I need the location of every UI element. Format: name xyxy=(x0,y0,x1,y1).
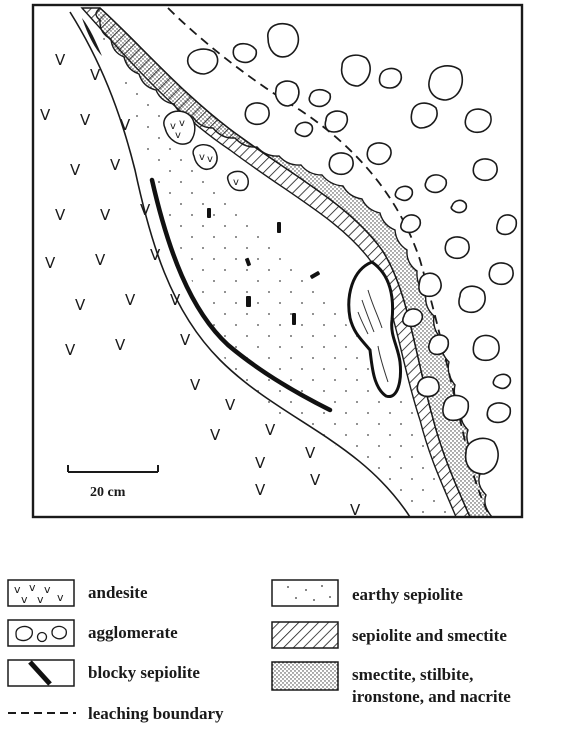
svg-text:v: v xyxy=(37,593,44,606)
svg-text:v: v xyxy=(29,581,36,594)
svg-text:V: V xyxy=(95,251,106,269)
svg-text:V: V xyxy=(170,291,181,309)
svg-text:v: v xyxy=(57,591,64,604)
svg-text:V: V xyxy=(190,376,201,394)
svg-text:V: V xyxy=(65,341,76,359)
svg-text:V: V xyxy=(100,206,111,224)
svg-text:V: V xyxy=(150,246,161,264)
svg-text:V: V xyxy=(40,106,51,124)
svg-text:V: V xyxy=(55,51,66,69)
svg-text:V: V xyxy=(225,396,236,414)
scale-bar-label: 20 cm xyxy=(90,485,126,500)
legend-blocky-sepiolite-swatch xyxy=(8,660,74,686)
svg-text:V: V xyxy=(70,161,81,179)
legend-smectite-label-line2: ironstone, and nacrite xyxy=(352,687,511,706)
svg-text:V: V xyxy=(140,201,151,219)
svg-text:V: V xyxy=(55,206,66,224)
legend-blocky-sepiolite-label: blocky sepiolite xyxy=(88,663,200,682)
svg-text:V: V xyxy=(45,254,56,272)
svg-text:V: V xyxy=(255,454,266,472)
svg-text:V: V xyxy=(255,481,266,499)
legend-sepiolite-smectite-label: sepiolite and smectite xyxy=(352,626,507,645)
svg-text:V: V xyxy=(110,156,121,174)
svg-text:V: V xyxy=(125,291,136,309)
svg-text:V: V xyxy=(305,444,316,462)
legend-agglomerate-swatch xyxy=(8,620,74,646)
svg-text:V: V xyxy=(80,111,91,129)
svg-text:V: V xyxy=(210,426,221,444)
svg-text:V: V xyxy=(90,66,101,84)
svg-text:v: v xyxy=(179,118,185,129)
legend-smectite-stilbite-swatch xyxy=(272,662,338,690)
svg-text:v: v xyxy=(21,593,28,606)
legend-andesite-label: andesite xyxy=(88,583,148,602)
svg-text:V: V xyxy=(75,296,86,314)
legend-agglomerate-label: agglomerate xyxy=(88,623,178,642)
legend-earthy-sepiolite-label: earthy sepiolite xyxy=(352,585,463,604)
svg-text:v: v xyxy=(175,130,181,141)
svg-text:v: v xyxy=(199,152,205,163)
legend-sepiolite-smectite-swatch xyxy=(272,622,338,648)
svg-text:V: V xyxy=(115,336,126,354)
svg-text:v: v xyxy=(14,583,21,596)
legend-earthy-sepiolite-swatch xyxy=(272,580,338,606)
scale-bar xyxy=(68,465,158,472)
svg-text:v: v xyxy=(207,154,213,165)
svg-text:V: V xyxy=(265,421,276,439)
svg-text:v: v xyxy=(233,177,239,188)
svg-text:V: V xyxy=(310,471,321,489)
legend-smectite-label-line1: smectite, stilbite, xyxy=(352,665,473,684)
legend-leaching-boundary-label: leaching boundary xyxy=(88,704,224,723)
svg-text:V: V xyxy=(180,331,191,349)
svg-text:v: v xyxy=(44,583,51,596)
svg-text:V: V xyxy=(120,116,131,134)
